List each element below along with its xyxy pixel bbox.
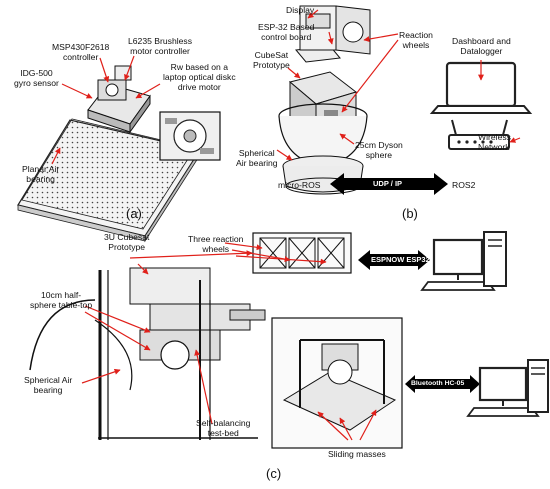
- cubesat-3u-inset: [252, 232, 352, 274]
- label-esp32-control-board: ESP-32 Based control board: [258, 22, 315, 42]
- label-ros2: ROS2: [452, 180, 476, 190]
- desktop-pc-icon-top: [420, 231, 507, 291]
- label-wireless-network: Wireless Network: [478, 132, 511, 152]
- label-dyson-sphere: 25cm Dyson sphere: [355, 140, 403, 160]
- label-msp430-controller: MSP430F2618 controller: [52, 42, 110, 62]
- bluetooth-link-arrow: [405, 375, 480, 393]
- label-idg500-gyro: IDG-500 gyro sensor: [14, 68, 59, 88]
- label-half-sphere-table-top: 10cm half- sphere table-top: [30, 290, 93, 310]
- label-display: Display: [286, 5, 315, 15]
- label-espnow-esp32: ESPNOW ESP32: [371, 255, 430, 264]
- caption-c: (c): [266, 466, 282, 481]
- spherical-air-bearing-b: [278, 103, 368, 195]
- label-spherical-air-bearing-c: Spherical Air bearing: [24, 375, 73, 395]
- label-rw-laptop-motor: Rw based on a laptop optical diskc drive…: [163, 62, 236, 92]
- label-3u-cubesat-prototype: 3U Cubesat Prototype: [104, 232, 150, 252]
- label-self-balancing-testbed: Self-balancing test-bed: [196, 418, 251, 438]
- rw-inset-photo: [159, 111, 221, 161]
- panel-a-pointers: [51, 55, 161, 165]
- router-icon: [448, 119, 510, 150]
- laptop-icon: [429, 61, 533, 114]
- desktop-pc-icon-bottom: [466, 359, 549, 417]
- satellite-simulator-device: [87, 65, 151, 134]
- label-bluetooth-hc05: Bluetooth HC-05: [411, 380, 465, 387]
- label-cubesat-prototype: CubeSat Prototype: [253, 50, 290, 70]
- label-l6235-controller: L6235 Brushless motor controller: [128, 36, 193, 56]
- panel-c-pointers: [81, 242, 377, 441]
- label-reaction-wheels: Reaction wheels: [399, 30, 433, 50]
- testbed-b-inset: [271, 317, 403, 449]
- label-udp-ip: UDP / IP: [373, 179, 403, 188]
- caption-a: (a): [126, 206, 142, 221]
- panel-b-pointers: [276, 9, 521, 161]
- label-three-reaction-wheels: Three reaction wheels: [188, 234, 244, 254]
- label-dashboard-datalogger: Dashboard and Datalogger: [452, 36, 511, 56]
- label-sliding-masses: Sliding masses: [328, 449, 386, 459]
- planar-air-bearing-drawing: [17, 118, 201, 243]
- label-micro-ros: micro-ROS: [278, 180, 321, 190]
- espnow-link-arrow: [358, 250, 430, 270]
- label-planar-air-bearing: Planar Air bearing: [22, 164, 60, 184]
- caption-b: (b): [402, 206, 418, 221]
- label-spherical-air-bearing-b: Spherical Air bearing: [236, 148, 278, 168]
- udp-ip-link-arrow: [330, 173, 448, 195]
